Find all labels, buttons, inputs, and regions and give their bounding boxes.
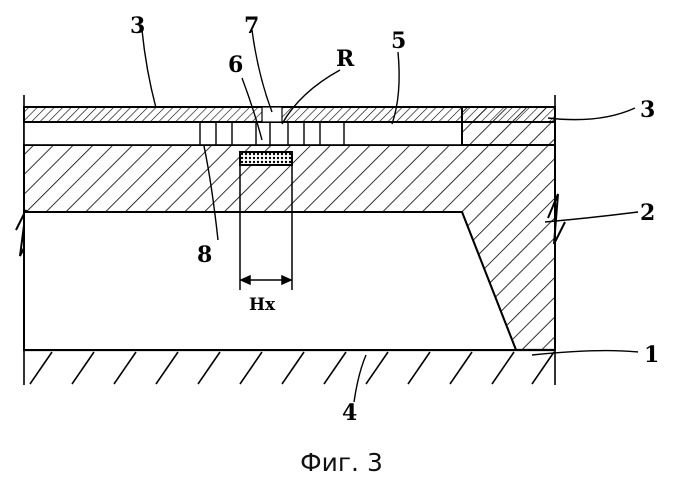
element-6	[240, 152, 292, 165]
label-r: R	[336, 46, 355, 72]
cover-opening	[262, 107, 282, 122]
cover-layer-3	[24, 107, 555, 122]
base-plate-1	[24, 350, 555, 384]
label-3-top: 3	[130, 13, 145, 39]
label-hx: Hx	[249, 295, 276, 315]
label-3-right: 3	[640, 97, 655, 123]
label-6: 6	[228, 52, 243, 78]
label-2: 2	[640, 200, 655, 226]
label-7: 7	[244, 13, 259, 39]
label-5: 5	[391, 28, 406, 54]
figure-caption: Фиг. 3	[0, 448, 683, 477]
label-1: 1	[644, 342, 659, 368]
cavity-4	[24, 212, 516, 350]
layer-5	[24, 122, 462, 145]
label-8: 8	[197, 242, 212, 268]
label-4: 4	[342, 400, 357, 426]
